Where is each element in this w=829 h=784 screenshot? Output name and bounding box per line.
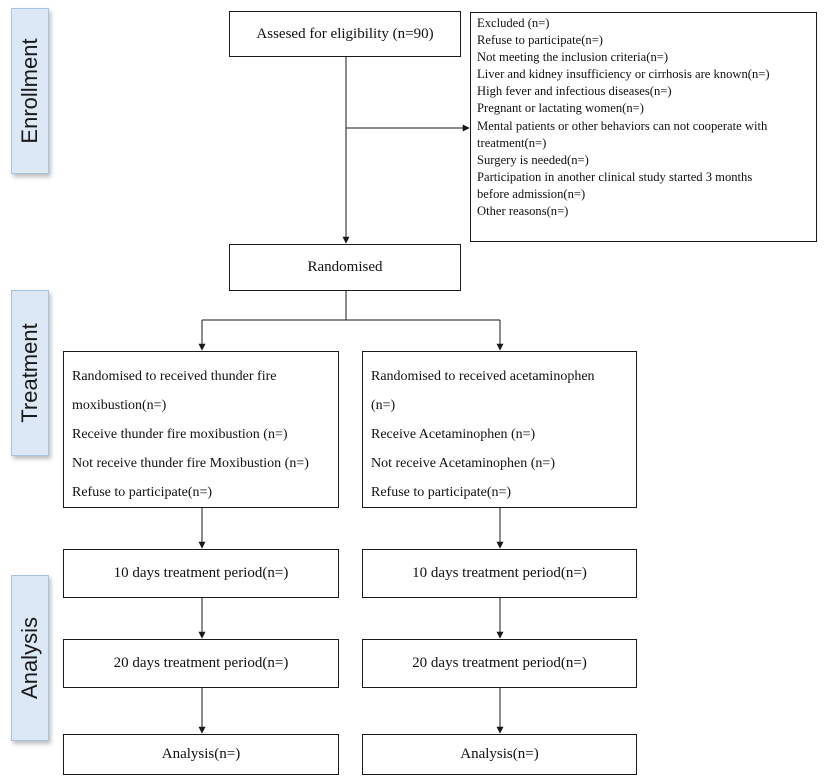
excluded-box: Excluded (n=) Refuse to participate(n=) …: [470, 12, 817, 242]
right-arm-line: Not receive Acetaminophen (n=): [371, 456, 555, 471]
excluded-line: Pregnant or lactating women(n=): [477, 101, 644, 116]
excluded-line: Surgery is needed(n=): [477, 152, 589, 167]
left-10days-box: 10 days treatment period(n=): [63, 549, 339, 598]
left-arm-box: Randomised to received thunder fire moxi…: [63, 351, 339, 508]
phase-enrollment-text: Enrollment: [17, 38, 42, 144]
left-20days-text: 20 days treatment period(n=): [113, 655, 289, 671]
left-arm-line: Not receive thunder fire Moxibustion (n=…: [72, 456, 309, 471]
excluded-line: before admission(n=): [477, 186, 586, 201]
excluded-line: Excluded (n=): [477, 16, 550, 30]
randomised-box: Randomised: [229, 244, 461, 291]
excluded-line: High fever and infectious diseases(n=): [477, 84, 672, 99]
randomised-text: Randomised: [307, 259, 383, 275]
left-20days-box: 20 days treatment period(n=): [63, 639, 339, 688]
excluded-line: Refuse to participate(n=): [477, 33, 603, 48]
right-20days-text: 20 days treatment period(n=): [412, 655, 587, 671]
right-arm-line: Receive Acetaminophen (n=): [371, 427, 536, 442]
right-10days-box: 10 days treatment period(n=): [362, 549, 637, 598]
right-10days-text: 10 days treatment period(n=): [412, 565, 587, 581]
assessed-box: Assesed for eligibility (n=90): [229, 11, 461, 57]
excluded-line: Other reasons(n=): [477, 204, 569, 219]
phase-treatment-label: Treatment: [11, 290, 49, 456]
left-arm-line: Randomised to received thunder fire: [72, 369, 277, 384]
phase-treatment-text: Treatment: [17, 323, 42, 423]
phase-analysis-text: Analysis: [17, 617, 42, 699]
phase-analysis-label: Analysis: [11, 575, 49, 741]
left-arm-line: Refuse to participate(n=): [72, 485, 213, 500]
excluded-line: Not meeting the inclusion criteria(n=): [477, 50, 669, 65]
right-analysis-box: Analysis(n=): [362, 734, 637, 775]
left-10days-text: 10 days treatment period(n=): [113, 565, 289, 581]
right-arm-line: Refuse to participate(n=): [371, 485, 512, 500]
excluded-line: Liver and kidney insufficiency or cirrho…: [477, 67, 770, 82]
left-analysis-box: Analysis(n=): [63, 734, 339, 775]
right-arm-box: Randomised to received acetaminophen (n=…: [362, 351, 637, 508]
excluded-line: Mental patients or other behaviors can n…: [477, 118, 768, 133]
left-arm-line: Receive thunder fire moxibustion (n=): [72, 427, 288, 442]
excluded-line: treatment(n=): [477, 135, 547, 150]
excluded-line: Participation in another clinical study …: [477, 169, 753, 184]
phase-enrollment-label: Enrollment: [11, 8, 49, 174]
right-arm-line: (n=): [371, 398, 396, 413]
right-arm-line: Randomised to received acetaminophen: [371, 369, 595, 384]
left-arm-line: moxibustion(n=): [72, 398, 167, 413]
right-20days-box: 20 days treatment period(n=): [362, 639, 637, 688]
right-analysis-text: Analysis(n=): [460, 746, 539, 762]
left-analysis-text: Analysis(n=): [161, 746, 241, 762]
assessed-text: Assesed for eligibility (n=90): [256, 25, 434, 42]
